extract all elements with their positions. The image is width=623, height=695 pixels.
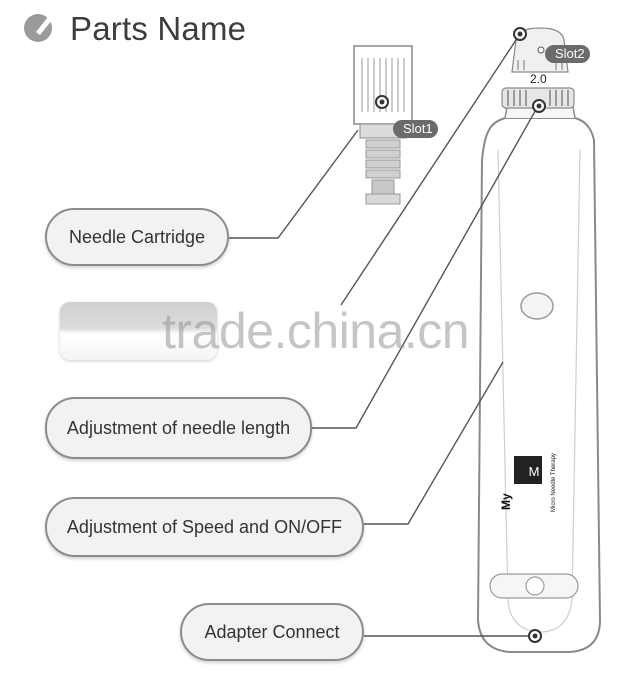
needle-cartridge-illustration bbox=[353, 45, 413, 205]
brand-tagline: Micro Needle Therapy bbox=[551, 453, 557, 512]
leader-lines bbox=[229, 33, 539, 637]
adapter-connect-label: Adapter Connect bbox=[180, 603, 364, 661]
slot1-tag: Slot1 bbox=[393, 120, 438, 138]
brand-name: My bbox=[499, 493, 513, 510]
slot2-tag: Slot2 bbox=[545, 45, 590, 63]
blank-label-box bbox=[60, 302, 217, 360]
slot-markers bbox=[375, 27, 546, 643]
speed-value: 2.0 bbox=[530, 72, 547, 86]
watermark: trade.china.cn bbox=[162, 303, 470, 359]
speed-onoff-label: Adjustment of Speed and ON/OFF bbox=[45, 497, 364, 557]
brand-mark-text: M bbox=[529, 464, 540, 479]
needle-length-label: Adjustment of needle length bbox=[45, 397, 312, 459]
pen-device bbox=[476, 27, 602, 653]
power-button bbox=[520, 292, 554, 320]
brand-logo bbox=[514, 456, 542, 484]
page-title: Parts Name bbox=[70, 10, 247, 47]
pencil-icon bbox=[24, 9, 58, 42]
needle-cartridge-label: Needle Cartridge bbox=[45, 208, 229, 266]
